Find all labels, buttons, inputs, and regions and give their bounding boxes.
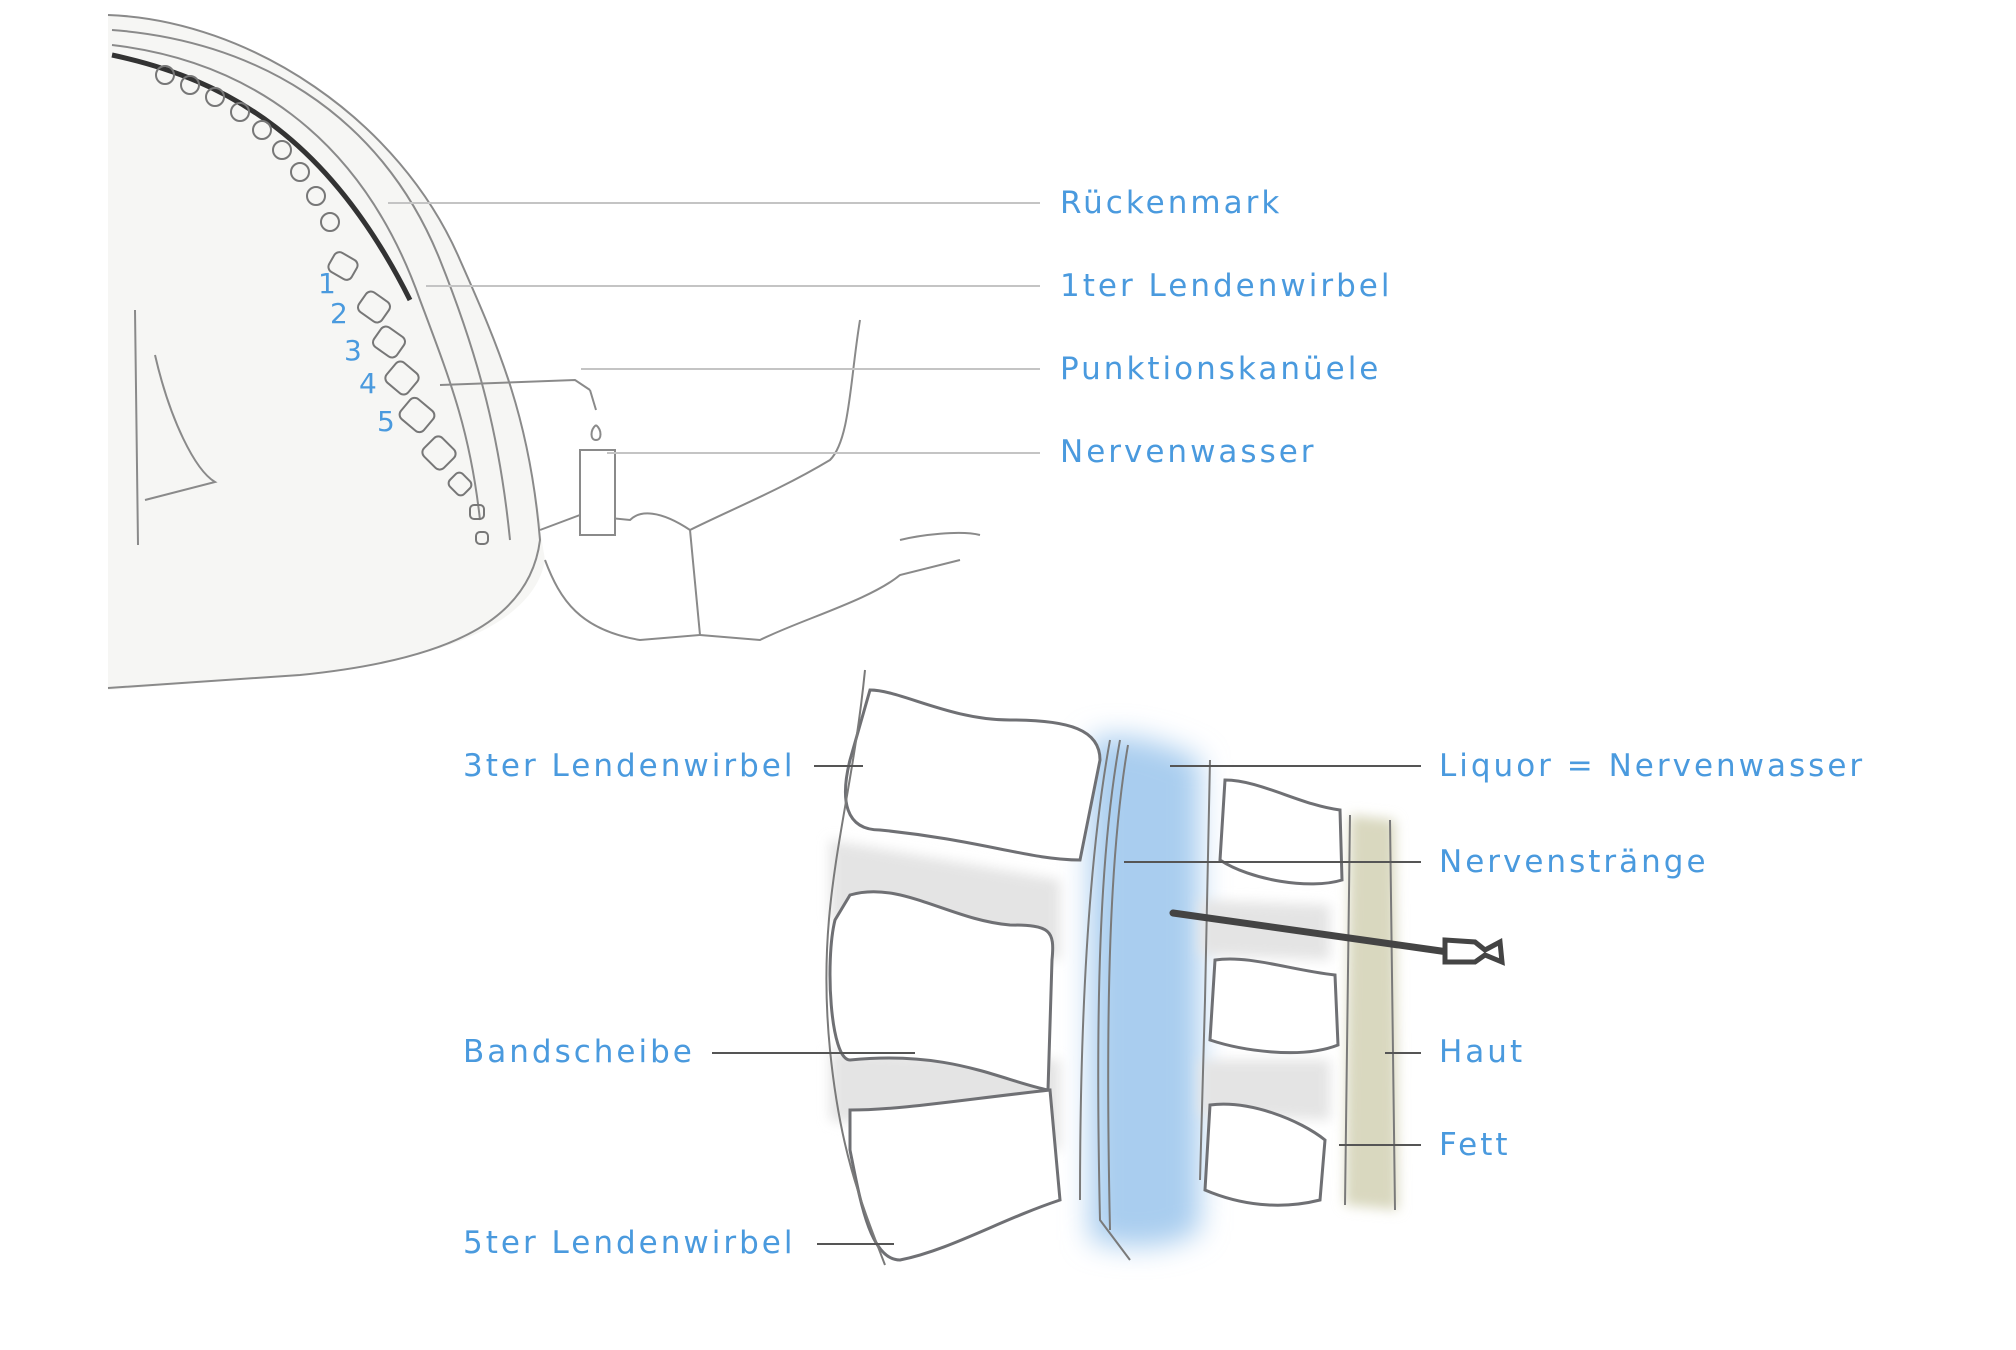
spinal-column-lines <box>825 669 1396 1266</box>
label-nerve-strands: Nervenstränge <box>1439 844 1709 880</box>
vertebra-number: 4 <box>359 367 377 400</box>
leader-lines <box>388 202 1421 1245</box>
fat-layer <box>1345 815 1398 1210</box>
label-third-lumbar-vertebra: 3ter Lendenwirbel <box>463 748 796 784</box>
label-skin: Haut <box>1439 1034 1526 1070</box>
label-disc: Bandscheibe <box>463 1034 695 1070</box>
label-spinal-cord: Rückenmark <box>1060 185 1283 221</box>
vertebrae-sketch <box>828 688 1344 1262</box>
label-csf: Nervenwasser <box>1060 434 1317 470</box>
needle-icon <box>1169 909 1505 966</box>
label-fat: Fett <box>1439 1127 1511 1163</box>
patient-body-sketch <box>107 14 981 690</box>
vertebra-number: 2 <box>330 297 348 330</box>
label-first-lumbar-vertebra: 1ter Lendenwirbel <box>1060 268 1393 304</box>
csf-glow <box>1090 736 1200 1247</box>
label-fifth-lumbar-vertebra: 5ter Lendenwirbel <box>463 1225 796 1261</box>
vertebra-number: 5 <box>377 405 395 438</box>
vertebra-number: 1 <box>318 267 336 300</box>
label-puncture-needle: Punktionskanüele <box>1060 351 1382 387</box>
label-liquor: Liquor = Nervenwasser <box>1439 748 1866 784</box>
vertebra-number: 3 <box>344 334 362 367</box>
